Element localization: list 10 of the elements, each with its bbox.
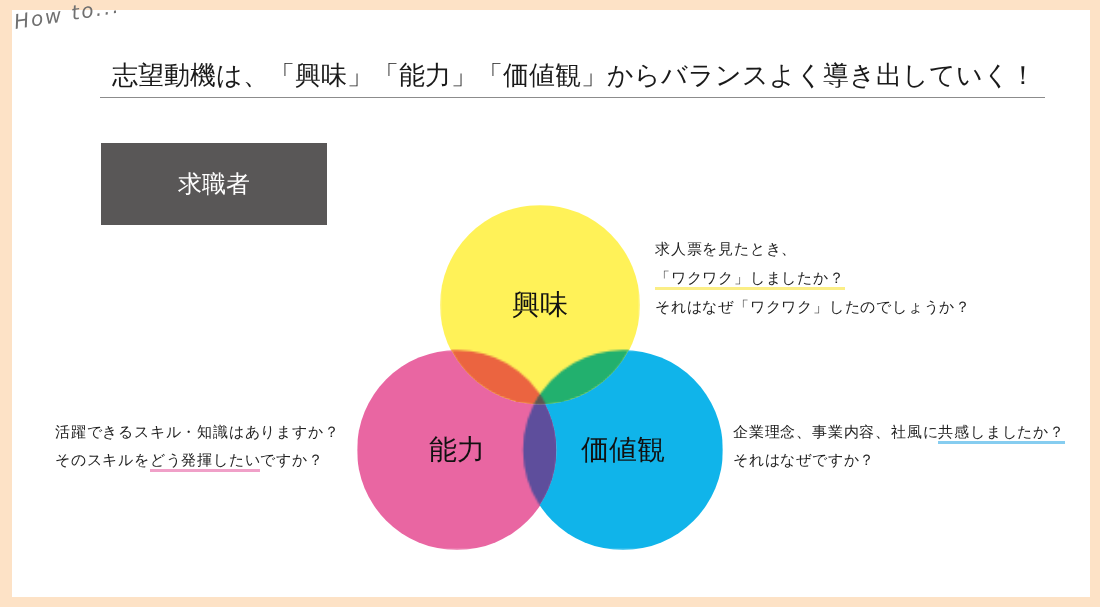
question-text: 企業理念、事業内容、社風に共感しましたか？それはなぜですか？ [733,422,1065,471]
circle-label: 価値観 [581,432,665,468]
question-text: 求人票を見たとき、「ワクワク」しましたか？それはなぜ「ワクワク」したのでしょうか？ [655,239,971,318]
role-panel [101,143,327,225]
circle-label: 興味 [512,287,568,323]
circle-label: 能力 [429,432,485,468]
question-text: 活躍できるスキル・知識はありますか？そのスキルをどう発揮したいですか？ [55,418,340,474]
panel-label: 求職者 [178,169,250,200]
title: 志望動機は、「興味」「能力」「価値観」からバランスよく導き出していく！ [112,59,1036,91]
handwritten-label: How to... [12,0,122,34]
